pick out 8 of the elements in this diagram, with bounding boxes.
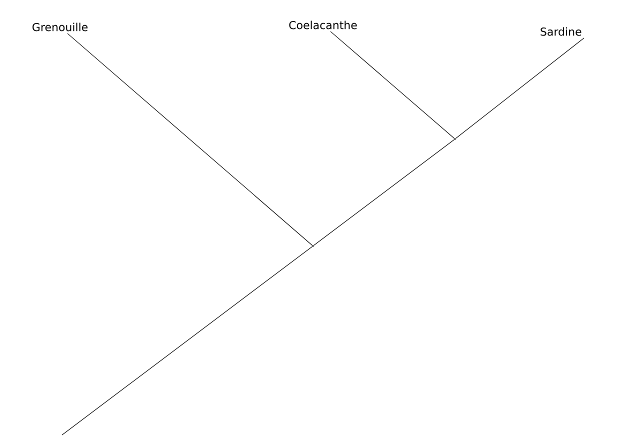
branch-line <box>456 38 584 139</box>
branch-line <box>67 33 313 246</box>
branch-line <box>330 31 455 139</box>
taxon-label: Coelacanthe <box>289 20 357 30</box>
taxon-label: Grenouille <box>32 22 88 32</box>
taxon-label: Sardine <box>540 27 582 36</box>
branch-line <box>314 139 454 246</box>
branch-line <box>62 246 312 436</box>
